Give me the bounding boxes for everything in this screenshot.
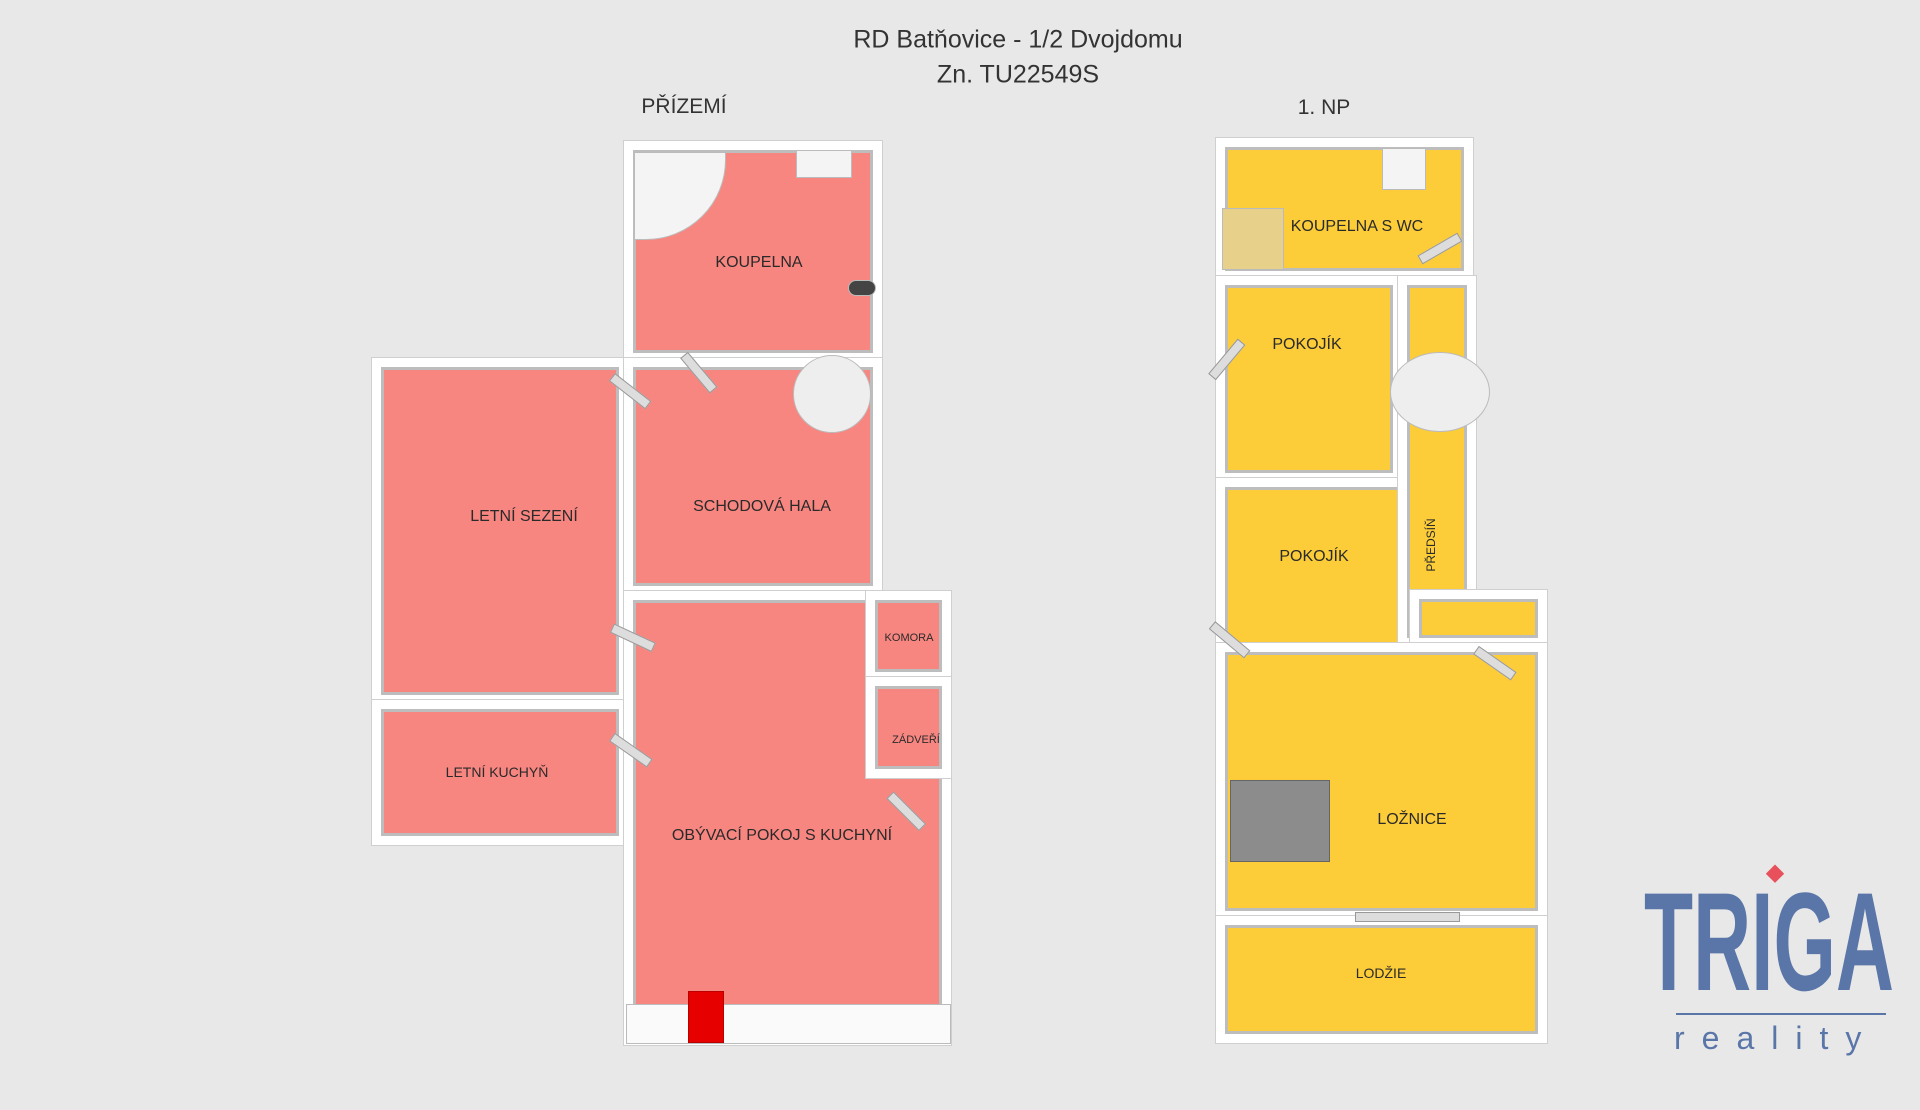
kitchen-stove-icon bbox=[688, 991, 724, 1043]
toilet-icon bbox=[848, 280, 876, 296]
room-label: ZÁDVEŘÍ bbox=[892, 734, 940, 746]
room-pokojik-1 bbox=[1216, 276, 1402, 482]
plan-title: RD Batňovice - 1/2 Dvojdomu bbox=[853, 25, 1183, 54]
room-label: KOUPELNA S WC bbox=[1290, 218, 1424, 235]
room-label: LETNÍ KUCHYŇ bbox=[445, 764, 549, 780]
triga-reality-logo: TRIGA reality bbox=[1641, 860, 1901, 1060]
room-label: KOMORA bbox=[884, 632, 934, 644]
room-predsin bbox=[1398, 276, 1476, 647]
svg-text:TRIGA: TRIGA bbox=[1644, 863, 1894, 1020]
room-label: POKOJÍK bbox=[1272, 336, 1342, 353]
room-label: SCHODOVÁ HALA bbox=[693, 498, 831, 515]
kitchen-counter bbox=[626, 1004, 951, 1044]
triga-logo-icon: TRIGA bbox=[1644, 863, 1894, 1020]
room-label: LOŽNICE bbox=[1377, 811, 1447, 828]
room-letni-sezeni bbox=[372, 358, 628, 704]
room-komora bbox=[866, 591, 951, 681]
plan-reference: Zn. TU22549S bbox=[936, 60, 1100, 89]
room-label: LETNÍ SEZENÍ bbox=[470, 508, 578, 525]
first-floor-label: 1. NP bbox=[1297, 96, 1351, 119]
sink-icon bbox=[796, 150, 852, 178]
room-letni-kuchyn bbox=[372, 700, 628, 845]
room-predsin-ext bbox=[1410, 590, 1547, 647]
room-label: KOUPELNA bbox=[715, 254, 803, 271]
room-schodova-hala bbox=[624, 358, 882, 595]
ground-floor-label: PŘÍZEMÍ bbox=[641, 95, 727, 118]
room-label: LODŽIE bbox=[1355, 965, 1407, 981]
room-label: OBÝVACÍ POKOJ S KUCHYNÍ bbox=[671, 827, 893, 844]
spiral-stairs-icon bbox=[793, 355, 871, 433]
room-zadveri bbox=[866, 677, 951, 778]
shower-icon bbox=[1222, 208, 1284, 270]
spiral-stairs-icon bbox=[1390, 352, 1490, 432]
sink-icon bbox=[1382, 148, 1426, 190]
door-icon bbox=[1355, 912, 1460, 922]
room-label: POKOJÍK bbox=[1279, 548, 1349, 565]
room-label: PŘEDSÍŇ bbox=[1424, 518, 1438, 572]
bed-icon bbox=[1230, 780, 1330, 862]
logo-subtitle: reality bbox=[1674, 1020, 1879, 1056]
